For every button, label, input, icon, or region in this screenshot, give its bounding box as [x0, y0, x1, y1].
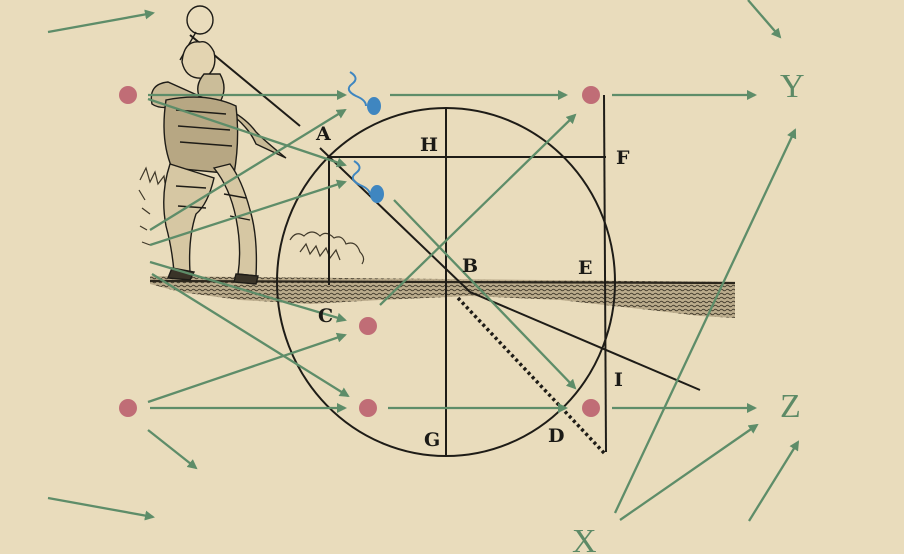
- arrow-4: [147, 97, 347, 168]
- node-left-bottom: [119, 399, 137, 417]
- label-D: D: [548, 425, 564, 447]
- arrow-15: [147, 429, 198, 470]
- nodes: [119, 86, 600, 417]
- grass-tufts: [138, 166, 365, 265]
- engraved-man-figure: [150, 5, 287, 285]
- arrow-12: [147, 332, 347, 404]
- point-labels: A H F B E C I G D: [315, 123, 630, 451]
- node-right-top: [582, 86, 600, 104]
- label-X: X: [572, 523, 597, 554]
- label-G: G: [424, 429, 440, 451]
- node-mid-bottom: [359, 399, 377, 417]
- arrow-11: [379, 113, 577, 306]
- label-B: B: [462, 255, 478, 277]
- arrow-20: [619, 423, 759, 521]
- label-Y: Y: [780, 68, 805, 105]
- engraving-geometry: [189, 34, 701, 457]
- arrow-19: [613, 128, 797, 514]
- arrow-6: [149, 179, 347, 247]
- label-I: I: [614, 369, 623, 391]
- incident-ray: [319, 147, 471, 293]
- node-center: [359, 317, 377, 335]
- arrow-7: [149, 260, 347, 323]
- label-Z: Z: [780, 388, 801, 425]
- arrow-10: [393, 199, 577, 390]
- label-A: A: [315, 123, 331, 145]
- causal-arrows: [47, 0, 800, 522]
- node-left-top: [119, 86, 137, 104]
- latent-nodes: [347, 71, 384, 203]
- arrow-18: [47, 496, 155, 521]
- variable-labels: Y Z X: [572, 68, 805, 554]
- tangent-line: [603, 94, 607, 453]
- label-H: H: [420, 134, 438, 156]
- latent-drop-lower: [351, 160, 384, 203]
- node-right-bottom: [582, 399, 600, 417]
- label-C: C: [318, 305, 333, 327]
- latent-drop-upper: [347, 71, 381, 115]
- arrow-1: [47, 9, 155, 34]
- label-F: F: [616, 147, 630, 169]
- refracted-ray: [469, 291, 701, 391]
- label-E: E: [578, 257, 592, 279]
- arrow-5: [149, 108, 347, 231]
- arrow-2: [747, 0, 782, 39]
- arrow-21: [748, 440, 800, 522]
- arrow-14: [151, 273, 350, 398]
